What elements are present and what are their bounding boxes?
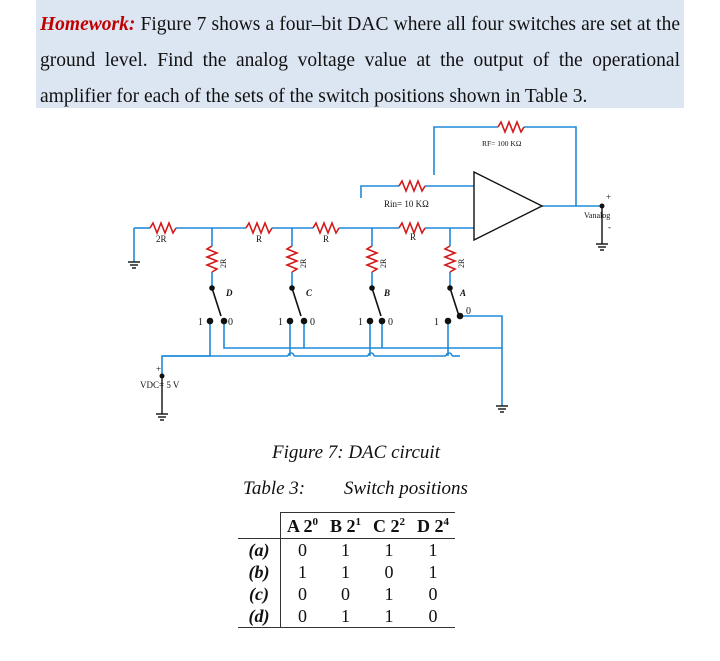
table-row: (a) 0 1 1 1 bbox=[238, 538, 455, 561]
table-cell: 1 bbox=[341, 539, 351, 560]
homework-text: Figure 7 shows a four–bit DAC where all … bbox=[40, 14, 680, 107]
table-cell: 0 bbox=[298, 583, 307, 604]
table-cell: 1 bbox=[384, 583, 394, 604]
leg-label-b: 2R bbox=[379, 258, 388, 268]
vdc-plus: + bbox=[156, 364, 161, 374]
row-label: (a) bbox=[238, 538, 281, 561]
switch-b-one: 1 bbox=[358, 317, 363, 328]
dac-circuit-diagram: RF= 100 KΩ Rin= 10 KΩ R 2R R R 2R 2R 2R … bbox=[128, 121, 611, 421]
rin-label: Rin= 10 KΩ bbox=[384, 199, 429, 209]
table-caption: Table 3: Switch positions bbox=[243, 478, 468, 500]
table-header-row: A 20 B 21 C 22 D 24 bbox=[238, 512, 456, 539]
leg-label-a: 2R bbox=[457, 258, 466, 268]
table-cell: 0 bbox=[384, 561, 394, 582]
switch-letter-d: D bbox=[225, 288, 233, 298]
table-cell: 1 bbox=[384, 539, 394, 560]
ladder-label-r1: R bbox=[256, 234, 262, 244]
header-d: D 24 bbox=[411, 512, 456, 539]
switch-letter-b: B bbox=[383, 288, 390, 298]
vdc-label: VDC= 5 V bbox=[140, 380, 180, 390]
switch-letter-c: C bbox=[306, 288, 313, 298]
header-b: B 21 bbox=[324, 512, 368, 539]
switch-c-one: 1 bbox=[278, 317, 283, 328]
table-cell: 0 bbox=[411, 605, 456, 628]
switch-d-zero: 0 bbox=[228, 317, 233, 328]
table-cell: 1 bbox=[324, 605, 368, 628]
rin2-label: R bbox=[410, 232, 416, 242]
table-corner bbox=[238, 512, 281, 539]
homework-label: Homework: bbox=[40, 14, 136, 35]
table-cell: 0 bbox=[280, 605, 325, 628]
leg-label-c: 2R bbox=[299, 258, 308, 268]
table-row: (d) 0 1 1 0 bbox=[238, 605, 456, 628]
table-caption-label: Table 3: bbox=[243, 478, 306, 499]
ladder-label-r2: R bbox=[323, 234, 329, 244]
output-label: Vanalog bbox=[584, 211, 610, 220]
switch-c-zero: 0 bbox=[310, 317, 315, 328]
table-cell: 0 bbox=[341, 583, 351, 604]
output-minus: - bbox=[608, 222, 611, 232]
row-label: (b) bbox=[238, 561, 281, 583]
table-cell: 1 bbox=[341, 561, 351, 582]
switch-positions-table: A 20 B 21 C 22 D 24 (a) 0 1 1 1 (b) 1 1 … bbox=[238, 512, 456, 628]
output-plus: + bbox=[606, 192, 611, 202]
row-label: (d) bbox=[238, 605, 281, 628]
table-cell: 1 bbox=[298, 561, 307, 582]
switch-a-one: 1 bbox=[434, 317, 439, 328]
table-cell: 1 bbox=[428, 561, 438, 582]
switch-b-zero: 0 bbox=[388, 317, 393, 328]
table-cell: 0 bbox=[298, 539, 307, 560]
switch-a-zero: 0 bbox=[466, 306, 471, 317]
table-cell: 0 bbox=[428, 583, 438, 604]
row-label: (c) bbox=[238, 583, 281, 605]
header-c: C 22 bbox=[367, 512, 412, 539]
header-a: A 20 bbox=[280, 512, 325, 539]
figure-caption: Figure 7: DAC circuit bbox=[272, 442, 440, 463]
table-row: (c) 0 0 1 0 bbox=[238, 583, 455, 605]
table-caption-subtitle: Switch positions bbox=[343, 478, 468, 499]
rf-label: RF= 100 KΩ bbox=[482, 139, 522, 148]
table-row: (b) 1 1 0 1 bbox=[238, 561, 455, 583]
table-cell: 1 bbox=[428, 539, 438, 560]
table-cell: 1 bbox=[367, 605, 412, 628]
switch-d-one: 1 bbox=[198, 317, 203, 328]
leg-label-d: 2R bbox=[219, 258, 228, 268]
switch-letter-a: A bbox=[459, 288, 466, 298]
ladder-label-2r: 2R bbox=[156, 234, 167, 244]
homework-statement: Homework: Figure 7 shows a four–bit DAC … bbox=[36, 0, 684, 108]
